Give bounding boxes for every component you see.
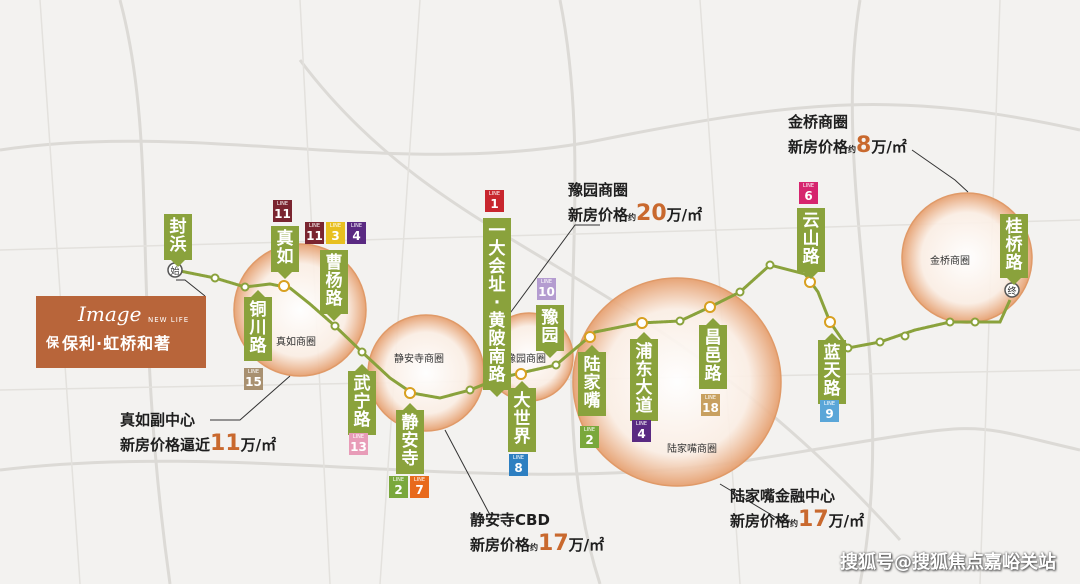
leader-jingan	[444, 429, 510, 516]
station-wuning: 武宁路	[348, 364, 376, 435]
station-pudong: 浦东大道	[630, 332, 658, 421]
callout-jinqiao: 金桥商圈 新房价格约8万/㎡	[788, 110, 907, 162]
station-tongchuan: 铜川路	[244, 290, 272, 361]
callout-zhenru-title: 真如副中心	[120, 411, 196, 429]
zone-label-zhenru: 真如商圈	[276, 337, 316, 348]
station-lujiazui: 陆家嘴	[578, 345, 606, 416]
station-caoyang: 曹杨路	[320, 250, 348, 321]
zone-label-yuyuan: 豫园商圈	[506, 354, 546, 365]
callout-yuyuan-price: 新房价格约20万/㎡	[568, 201, 703, 226]
callout-zhenru-price: 新房价格逼近11万/㎡	[120, 431, 277, 456]
leader-lines	[176, 149, 969, 521]
logo-brand: 保利·虹桥和著	[62, 334, 172, 353]
callout-jingan: 静安寺CBD 新房价格约17万/㎡	[470, 508, 604, 560]
station-dashijie: 大世界	[508, 381, 536, 452]
leader-jinqiao	[911, 149, 969, 193]
callout-jingan-title: 静安寺CBD	[470, 511, 550, 529]
lujiazui-circle	[572, 277, 782, 487]
zone-label-jinqiao: 金桥商圈	[930, 256, 970, 267]
leader-zhenru	[210, 375, 291, 421]
leader-lujiazui	[719, 483, 790, 521]
route-dots	[210, 260, 980, 395]
callout-zhenru: 真如副中心 新房价格逼近11万/㎡	[120, 408, 276, 457]
leader-yuyuan	[504, 224, 600, 321]
leader-logo	[176, 279, 206, 297]
watermark: 搜狐号@搜狐焦点嘉峪关站	[840, 552, 1056, 573]
callout-jingan-price: 新房价格约17万/㎡	[470, 531, 605, 556]
project-logo: Image NEW LIFE 保 保利·虹桥和著	[36, 296, 206, 368]
station-yuyuan: 豫园	[536, 305, 564, 358]
logo-script: Image	[78, 302, 142, 326]
logo-tagline: NEW LIFE	[148, 316, 190, 324]
callout-lujiazui-price: 新房价格约17万/㎡	[730, 507, 865, 532]
callout-jinqiao-title: 金桥商圈	[788, 113, 849, 131]
callout-yuyuan: 豫园商圈 新房价格约20万/㎡	[568, 178, 702, 230]
callout-yuyuan-title: 豫园商圈	[568, 181, 629, 199]
station-changyi: 昌邑路	[699, 318, 727, 389]
callout-lujiazui-title: 陆家嘴金融中心	[730, 487, 836, 505]
station-guiqiao: 桂桥路	[1000, 214, 1028, 285]
station-zhenru: 真如	[271, 226, 299, 279]
station-fengbang: 封浜	[164, 214, 192, 267]
start-marker: 始	[170, 265, 179, 277]
callout-jinqiao-price: 新房价格约8万/㎡	[788, 133, 907, 158]
end-marker: 终	[1007, 285, 1016, 297]
station-yunshan: 云山路	[797, 208, 825, 279]
callout-lujiazui: 陆家嘴金融中心 新房价格约17万/㎡	[730, 484, 864, 536]
zone-label-lujiazui: 陆家嘴商圈	[667, 444, 717, 455]
station-jingan: 静安寺	[396, 403, 424, 474]
logo-mark-icon: 保	[46, 336, 60, 351]
station-lantian: 蓝天路	[818, 333, 846, 404]
station-dahui: 一大会址·黄陂南路	[483, 218, 511, 397]
zone-label-jingan: 静安寺商圈	[394, 354, 444, 365]
